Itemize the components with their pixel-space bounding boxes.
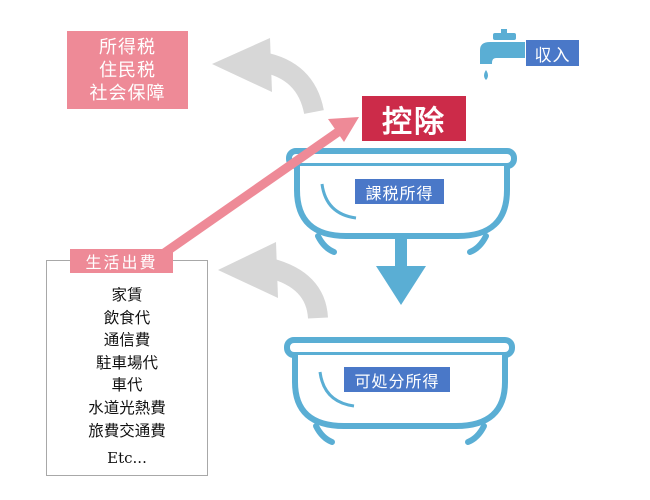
income-label: 収入 (526, 40, 579, 66)
deduction-arrow (157, 117, 359, 260)
list-item: 水道光熱費 (88, 398, 166, 417)
living-expenses-etc: Etc... (107, 449, 147, 467)
living-expenses-title: 生活出費 (70, 249, 173, 273)
flow-down-arrow (376, 238, 426, 305)
faucet-icon (480, 29, 525, 80)
tax-line-social-security: 社会保障 (89, 82, 166, 104)
tax-curved-arrow (212, 38, 324, 115)
deduction-label: 控除 (362, 96, 466, 141)
list-item: 家賃 (111, 286, 143, 304)
taxable-income-label: 課税所得 (355, 179, 444, 204)
list-item: 飲食代 (103, 308, 151, 327)
tax-line-resident-tax: 住民税 (99, 59, 156, 81)
living-expenses-panel (46, 260, 208, 476)
living-expenses-list: 家賃 飲食代 通信費 駐車場代 車代 水道光熱費 旅費交通費 (46, 284, 208, 442)
living-curved-arrow (218, 242, 328, 320)
list-item: 旅費交通費 (88, 421, 166, 440)
disposable-income-label: 可処分所得 (344, 367, 450, 392)
list-item: 通信費 (103, 331, 151, 350)
list-item: 車代 (111, 376, 143, 395)
tax-line-income-tax: 所得税 (99, 36, 156, 58)
tax-deduction-box: 所得税 住民税 社会保障 (67, 31, 188, 109)
list-item: 駐車場代 (95, 353, 158, 372)
